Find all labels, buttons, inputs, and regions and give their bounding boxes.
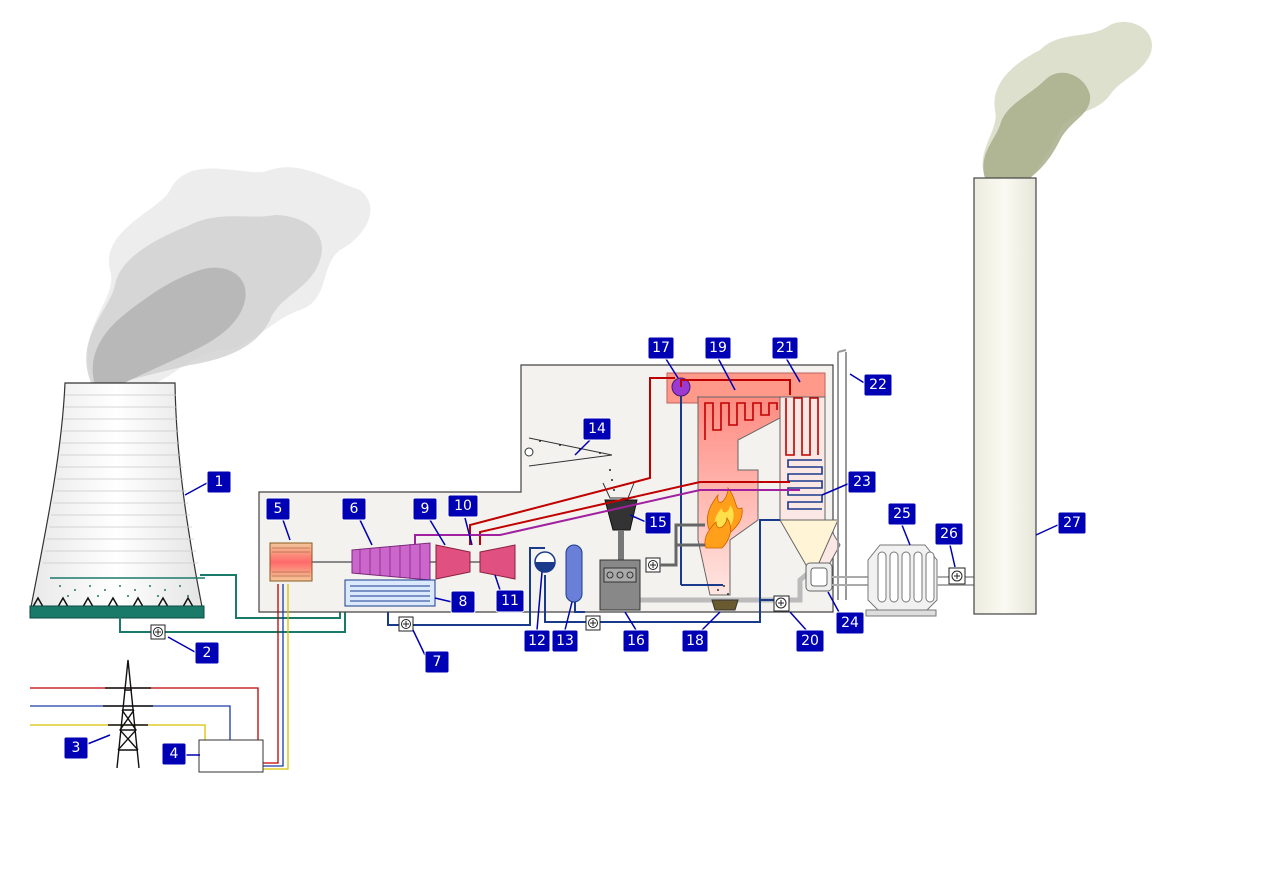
svg-text:10: 10: [454, 498, 472, 514]
svg-text:15: 15: [649, 515, 667, 531]
label-12: 12: [523, 629, 551, 653]
label-17: 17: [647, 336, 675, 360]
flame-icon: [704, 486, 743, 549]
svg-text:13: 13: [556, 633, 574, 649]
label-26: 26: [934, 522, 964, 546]
label-3: 3: [63, 736, 89, 760]
label-10: 10: [447, 494, 479, 518]
low-pressure-turbine: [351, 542, 431, 581]
svg-text:3: 3: [72, 740, 81, 756]
electrostatic-precipitator: [865, 544, 974, 617]
forced-draft-fan-icon: [773, 595, 790, 612]
label-9: 9: [412, 497, 438, 521]
label-15: 15: [644, 511, 672, 535]
svg-text:27: 27: [1063, 515, 1081, 531]
label-6: 6: [341, 497, 367, 521]
steam-pipes: [414, 377, 800, 545]
svg-text:23: 23: [853, 474, 871, 490]
svg-text:24: 24: [841, 615, 859, 631]
coal-hopper: [599, 499, 641, 611]
transmission-tower: [103, 659, 153, 769]
cooling-tower: [29, 382, 205, 619]
svg-text:1: 1: [215, 474, 224, 490]
cooling-tower-smoke-icon: [86, 167, 371, 385]
svg-text:2: 2: [203, 645, 212, 661]
label-2: 2: [194, 641, 220, 665]
label-5: 5: [265, 497, 291, 521]
label-23: 23: [847, 470, 877, 494]
label-4: 4: [161, 742, 187, 766]
svg-text:16: 16: [627, 633, 645, 649]
svg-text:6: 6: [350, 501, 359, 517]
label-18: 18: [681, 629, 709, 653]
svg-text:19: 19: [709, 340, 727, 356]
label-21: 21: [771, 336, 799, 360]
svg-text:26: 26: [940, 526, 958, 542]
intermediate-pressure-turbine: [435, 544, 471, 580]
label-24: 24: [835, 611, 865, 635]
svg-text:8: 8: [459, 594, 468, 610]
label-22: 22: [863, 373, 893, 397]
label-19: 19: [704, 336, 732, 360]
label-27: 27: [1057, 511, 1087, 535]
svg-text:7: 7: [433, 654, 442, 670]
reheater-coils: [785, 397, 819, 456]
svg-text:9: 9: [421, 501, 430, 517]
label-25: 25: [887, 502, 917, 526]
superheater-coils: [704, 402, 778, 440]
svg-text:5: 5: [274, 501, 283, 517]
label-1: 1: [206, 470, 232, 494]
feedwater-pipes: [387, 519, 780, 626]
cooling-water-pump-icon: [150, 624, 166, 640]
boiler-feed-pump-icon: [585, 615, 601, 631]
high-pressure-turbine: [479, 544, 516, 580]
induced-draft-fan-icon: [948, 567, 966, 585]
coal-conveyor: [524, 437, 635, 499]
economiser-coils: [787, 459, 823, 510]
step-up-transformer: [198, 739, 264, 773]
generator: [269, 542, 313, 582]
number-labels: 1 2 3 4 5 6 7 8 9 10 11 12 13 14 15 16 1…: [63, 336, 1087, 766]
svg-text:17: 17: [652, 340, 670, 356]
flue-duct: [640, 349, 870, 603]
chimney-stack: [973, 177, 1037, 615]
label-13: 13: [551, 629, 579, 653]
label-14: 14: [582, 417, 612, 441]
label-16: 16: [622, 629, 650, 653]
label-11: 11: [495, 589, 525, 613]
deaerator: [534, 551, 556, 573]
svg-text:4: 4: [170, 746, 179, 762]
svg-text:20: 20: [801, 633, 819, 649]
svg-text:11: 11: [501, 593, 519, 609]
condensate-pump-icon: [398, 616, 414, 632]
svg-text:14: 14: [588, 421, 606, 437]
label-20: 20: [795, 629, 825, 653]
svg-text:21: 21: [776, 340, 794, 356]
svg-text:12: 12: [528, 633, 546, 649]
svg-text:18: 18: [686, 633, 704, 649]
chimney-smoke-icon: [982, 21, 1152, 178]
pulverizer-pump-icon: [645, 523, 705, 573]
condenser: [344, 579, 436, 607]
feedwater-heater: [565, 544, 583, 603]
label-8: 8: [450, 590, 476, 614]
label-7: 7: [424, 650, 450, 674]
bottom-ash-hopper: [711, 585, 739, 611]
svg-text:22: 22: [869, 377, 887, 393]
svg-text:25: 25: [893, 506, 911, 522]
